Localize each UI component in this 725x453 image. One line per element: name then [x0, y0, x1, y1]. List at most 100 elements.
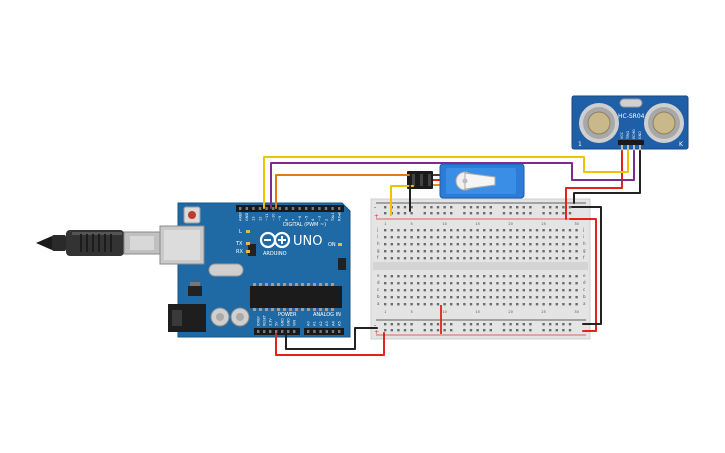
- breadboard-hole: [509, 212, 512, 215]
- breadboard-hole: [403, 303, 407, 306]
- digital-pin-label: AREF: [239, 212, 243, 221]
- atmega-chip: [250, 286, 342, 308]
- breadboard-hole: [450, 206, 453, 209]
- row-letter: i: [583, 234, 584, 239]
- breadboard-hole: [463, 206, 466, 209]
- row-letter: e: [377, 273, 380, 278]
- breadboard-hole: [509, 236, 512, 239]
- breadboard-hole: [463, 303, 466, 306]
- breadboard-hole: [496, 257, 499, 260]
- row-letter: a: [377, 301, 380, 306]
- breadboard-hole: [509, 329, 512, 332]
- breadboard-hole: [410, 243, 413, 246]
- breadboard-hole: [436, 236, 440, 239]
- digital-pin-label: ~5: [305, 216, 309, 221]
- breadboard-hole: [469, 282, 473, 285]
- breadboard-hole: [417, 303, 420, 306]
- breadboard-hole: [489, 303, 492, 306]
- sensor-corner-mark: 1: [578, 141, 582, 148]
- breadboard-hole: [562, 236, 565, 239]
- breadboard-hole: [522, 236, 525, 239]
- analog-pin-label: A1: [313, 321, 317, 326]
- arduino-logo: [259, 231, 291, 249]
- breadboard-hole: [549, 250, 552, 253]
- breadboard-hole: [443, 323, 446, 326]
- digital-pin-label: 8: [285, 218, 289, 221]
- breadboard-hole: [483, 329, 486, 332]
- breadboard-hole: [555, 303, 558, 306]
- breadboard-hole: [397, 275, 400, 278]
- breadboard-hole: [516, 329, 519, 332]
- wire-sensor-echo: [270, 150, 635, 209]
- breadboard-hole: [410, 236, 413, 239]
- column-number: 5: [410, 310, 412, 314]
- column-number: 10: [442, 222, 446, 226]
- breadboard-hole: [483, 257, 486, 260]
- breadboard-hole: [562, 303, 565, 306]
- breadboard-hole: [436, 243, 440, 246]
- breadboard-hole: [476, 257, 479, 260]
- breadboard-hole: [463, 323, 466, 326]
- breadboard-hole: [397, 289, 400, 292]
- breadboard-hole: [436, 206, 440, 209]
- breadboard-hole: [430, 289, 433, 292]
- breadboard-hole: [555, 212, 558, 215]
- breadboard-hole: [502, 296, 506, 299]
- breadboard-hole: [443, 236, 446, 239]
- wire-rail-bridge-black: [571, 206, 602, 325]
- breadboard-hole: [410, 296, 413, 299]
- column-number: 10: [442, 310, 446, 314]
- breadboard-hole: [390, 275, 393, 278]
- breadboard-hole: [384, 250, 387, 253]
- breadboard-hole: [502, 206, 506, 209]
- breadboard-hole: [562, 212, 565, 215]
- breadboard-hole: [476, 206, 479, 209]
- breadboard-hole: [450, 257, 453, 260]
- breadboard-hole: [423, 329, 426, 332]
- breadboard-hole: [476, 303, 479, 306]
- breadboard-hole: [463, 250, 466, 253]
- row-letter: j: [376, 227, 378, 232]
- led-tx: [246, 242, 250, 245]
- breadboard-hole: [384, 236, 387, 239]
- breadboard-hole: [522, 282, 525, 285]
- breadboard-hole: [450, 243, 453, 246]
- breadboard-hole: [410, 250, 413, 253]
- breadboard-hole: [384, 323, 387, 326]
- led-on: [338, 243, 342, 246]
- breadboard-hole: [403, 229, 407, 232]
- wire-arduino-5v: [275, 332, 385, 356]
- breadboard-hole: [502, 303, 506, 306]
- breadboard-hole: [483, 236, 486, 239]
- breadboard-hole: [384, 229, 387, 232]
- digital-pin-label: ~9: [278, 215, 282, 221]
- breadboard-hole: [549, 206, 552, 209]
- breadboard-hole: [463, 236, 466, 239]
- breadboard-holes: [384, 206, 578, 332]
- breadboard-hole: [516, 229, 519, 232]
- breadboard-hole: [410, 275, 413, 278]
- led-rx-label: RX: [236, 249, 243, 255]
- breadboard-hole: [476, 229, 479, 232]
- breadboard-hole: [562, 289, 565, 292]
- breadboard-hole: [476, 282, 479, 285]
- column-number: 20: [508, 310, 512, 314]
- breadboard-hole: [489, 257, 492, 260]
- row-letter: i: [377, 234, 378, 239]
- breadboard-hole: [575, 243, 578, 246]
- breadboard-hole: [456, 229, 459, 232]
- breadboard-hole: [384, 243, 387, 246]
- breadboard-hole: [529, 296, 532, 299]
- breadboard-hole: [463, 329, 466, 332]
- breadboard-hole: [555, 243, 558, 246]
- breadboard-hole: [522, 243, 525, 246]
- breadboard-hole: [535, 296, 539, 299]
- breadboard-hole: [535, 282, 539, 285]
- board-model: UNO: [293, 234, 322, 249]
- breadboard-hole: [384, 289, 387, 292]
- breadboard-hole: [456, 296, 459, 299]
- header-pin: [338, 330, 341, 333]
- breadboard-hole: [535, 236, 539, 239]
- breadboard-hole: [469, 303, 473, 306]
- breadboard-hole: [390, 282, 393, 285]
